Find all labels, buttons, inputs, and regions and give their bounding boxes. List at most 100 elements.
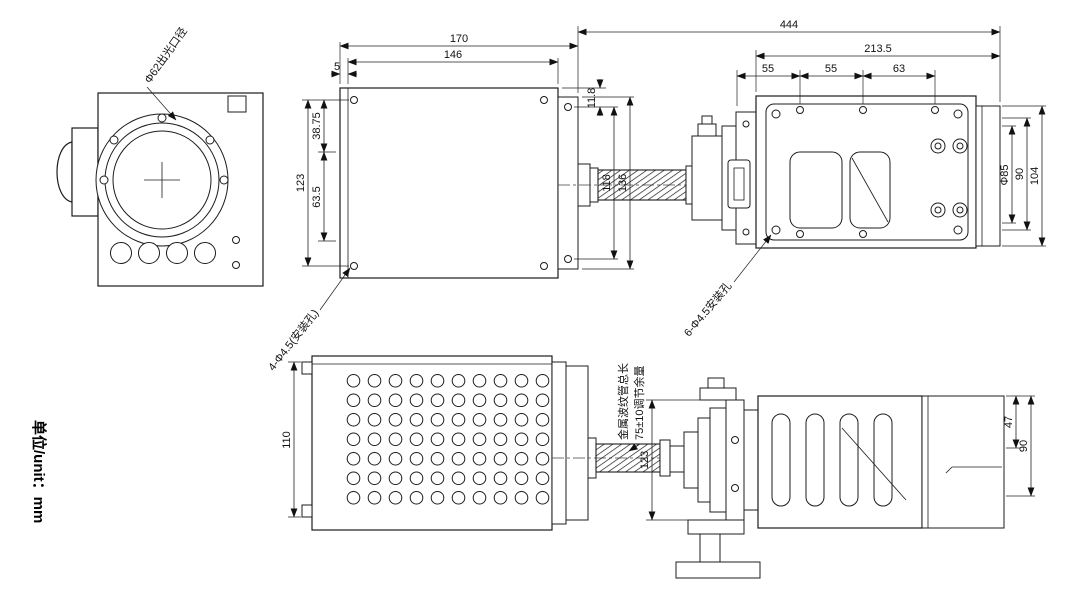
adjust-knob-center [956,142,964,150]
dim-box-inner-width: 146 [444,49,462,61]
bellows-length-note-line2: 75±10调节余量 [632,365,646,440]
box-tab [301,361,313,375]
head-mount-holes-note: 6-Φ4.5安装孔 [681,279,735,339]
dim-box-top-offset: 11.8 [586,88,598,109]
dim-box-plate-height: 136 [617,174,629,192]
box-side-view [301,355,597,531]
mount-hole [796,230,804,238]
bolt-hole [205,135,215,145]
connector-block [691,135,723,221]
mount-hole [931,106,939,114]
mount-hole [796,106,804,114]
head-side-view [659,377,1005,579]
end-cap [975,105,1001,247]
connector-port [138,242,160,264]
stack-plate [709,407,727,513]
dim-box-hole-span-right: 118 [601,174,613,192]
top-block [707,377,725,389]
side-slot [805,413,825,507]
connector-step [697,123,717,137]
bolt-hole [219,175,229,185]
stack-plate [697,417,711,503]
adjust-knob-center [934,206,942,214]
box-flange-plate [565,365,589,521]
slide-block [727,159,751,209]
box-side-plate [557,96,579,270]
extension-lines [646,395,1035,521]
plate-hole [731,484,739,492]
box-tab [301,504,313,518]
plate-hole [742,228,750,236]
plate-hole [564,255,572,263]
dim-head-barrel-diameter: Φ85 [999,164,1011,185]
unit-label: 单位/unit：mm [30,420,48,523]
mount-plate-side [725,399,745,521]
side-slot [839,413,859,507]
box-side-dimensions: 110 金属波纹管总长 75±10调节余量 [281,361,646,518]
barrel-housing [921,395,1005,529]
bellows-note-leader [628,443,641,452]
slide-slot [733,167,745,201]
plate-hole [742,120,750,128]
bolt-hole [109,135,119,145]
lever-rod-side [841,427,907,501]
bolt-hole [99,175,109,185]
side-slot [771,413,791,507]
connector-port [110,242,132,264]
box-top-view [339,87,599,279]
dim-headside-body: 90 [1018,440,1030,452]
box-mount-holes-leader [319,267,351,311]
front-view: Φ62出光口径 [56,24,264,287]
adjust-knob-center [934,142,942,150]
lens-barrel-nose [56,141,73,203]
bolt-hole [232,261,240,269]
dim-head-overall-width: 104 [1029,167,1041,185]
head-mount-holes-leader [733,234,772,283]
dim-headside-upper: 47 [1003,416,1015,428]
box-top-outline [339,87,559,279]
lever-rod [851,157,889,223]
bolt-hole [157,113,167,123]
head-top-view [685,95,1001,249]
cover-screw [953,225,963,235]
cover-screw [953,109,963,119]
dim-head-hole-pitch-c: 63 [893,63,905,75]
connector-step [701,115,713,125]
dim-box-wall-offset: 5 [334,61,340,73]
spacer-plate [743,409,759,511]
ventilation-hole-grid [343,371,553,508]
dim-box-mid-height: 63.5 [311,186,323,207]
connector-block [669,445,685,473]
lens-barrel [71,127,99,217]
box-flange-strip [551,361,567,525]
crosshair [144,162,180,198]
adjust-knob-center [956,206,964,214]
side-slot [873,413,893,507]
connector-port [166,242,188,264]
connector-port [194,242,216,264]
corner-plate [227,95,247,113]
plate-hole [731,436,739,444]
dim-headside-plate-height: 123 [639,451,651,469]
dim-head-hole-pitch-a: 55 [762,63,774,75]
dim-box-upper-height: 38.75 [311,112,323,140]
bellows-length-note-line1: 金属波纹管总长 [616,363,630,440]
mount-hole [859,106,867,114]
top-block [699,387,737,401]
aperture-leader-line [146,86,177,121]
mount-hole [540,96,548,104]
mount-hole [540,262,548,270]
bolt-hole [232,236,240,244]
plate-hole [564,103,572,111]
bracket-foot [675,561,761,579]
mount-hole [350,262,358,270]
bracket-stem [699,533,721,563]
cover-window [789,151,843,229]
dim-box-hole-span: 123 [295,174,307,192]
cover-screw [771,109,781,119]
dim-head-total-length: 444 [780,19,798,31]
dim-box-outer-width: 170 [450,33,468,45]
dim-boxside-height: 110 [281,431,293,449]
